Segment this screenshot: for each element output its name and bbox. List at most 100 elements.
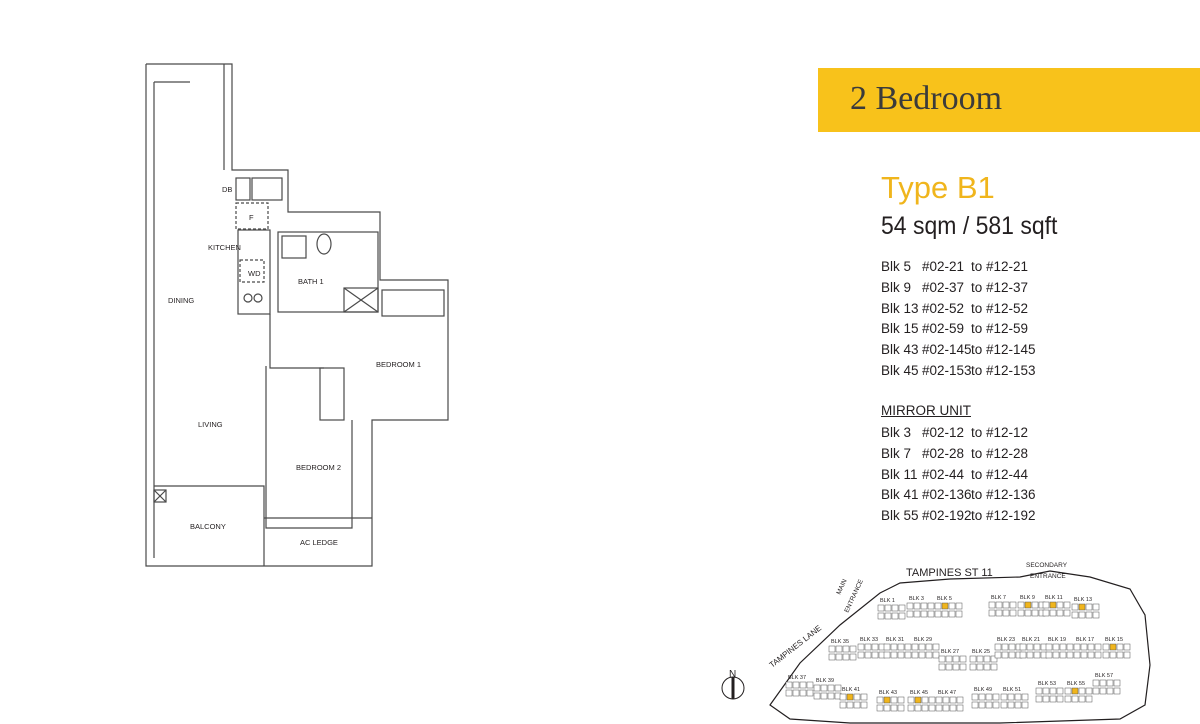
room-label-kitchen: KITCHEN (208, 243, 241, 252)
building-cluster (934, 602, 963, 618)
building-cluster (1071, 603, 1100, 619)
room-label-bath1: BATH 1 (298, 277, 324, 286)
kitchen-counter (237, 229, 271, 315)
building-cluster (1019, 643, 1048, 659)
building-cluster (906, 602, 935, 618)
block-label: BLK 15 (1105, 637, 1123, 643)
building-cluster (969, 655, 998, 671)
secondary-entrance-label-2: ENTRANCE (1030, 573, 1066, 580)
bath1-walls (277, 231, 379, 313)
site-plan: TAMPINES ST 11 TAMPINES LANE MAIN ENTRAN… (721, 562, 1151, 724)
building-cluster (1073, 643, 1102, 659)
unit-type-title: Type B1 (881, 170, 995, 205)
building-cluster (857, 643, 886, 659)
block-label: BLK 13 (1074, 597, 1092, 603)
mirror-unit-row: Blk 55#02-192to #12-192 (881, 508, 1036, 524)
building-cluster (813, 684, 842, 700)
block-label: BLK 57 (1095, 673, 1113, 679)
building-cluster (839, 693, 868, 709)
block-label: BLK 17 (1076, 637, 1094, 643)
building-cluster (1045, 643, 1074, 659)
building-cluster (883, 643, 912, 659)
building-cluster (911, 643, 940, 659)
unit-area: 54 sqm / 581 sqft (881, 212, 1058, 240)
room-label-balcony: BALCONY (190, 522, 226, 531)
block-label: BLK 43 (879, 690, 897, 696)
block-label: BLK 27 (941, 649, 959, 655)
title-banner: 2 Bedroom (818, 68, 1200, 132)
block-label: BLK 35 (831, 639, 849, 645)
building-cluster (1000, 693, 1029, 709)
room-label-bedroom1: BEDROOM 1 (376, 360, 421, 369)
building-cluster (877, 604, 906, 620)
block-label: BLK 1 (880, 598, 895, 604)
block-label: BLK 3 (909, 596, 924, 602)
building-cluster (988, 601, 1017, 617)
block-label: BLK 29 (914, 637, 932, 643)
road-label-tampines-st-11: TAMPINES ST 11 (906, 567, 993, 579)
building-cluster (1092, 679, 1121, 695)
svg-text:N: N (729, 669, 736, 680)
block-label: BLK 9 (1020, 595, 1035, 601)
building-cluster (785, 681, 814, 697)
building-cluster (1035, 687, 1064, 703)
mirror-unit-row: Blk 41#02-136to #12-136 (881, 487, 1036, 503)
block-label: BLK 53 (1038, 681, 1056, 687)
building-cluster (994, 643, 1023, 659)
main-entrance-label-1: MAIN (835, 578, 848, 596)
block-label: BLK 19 (1048, 637, 1066, 643)
building-cluster (828, 645, 857, 661)
block-label: BLK 31 (886, 637, 904, 643)
building-cluster (1064, 687, 1093, 703)
building-cluster (1017, 601, 1046, 617)
outer-wall (145, 63, 449, 567)
block-label: BLK 5 (937, 596, 952, 602)
secondary-entrance-label-1: SECONDARY (1026, 562, 1068, 569)
block-label: BLK 41 (842, 687, 860, 693)
room-label-living: LIVING (198, 420, 223, 429)
block-label: BLK 55 (1067, 681, 1085, 687)
block-label: BLK 39 (816, 678, 834, 684)
building-cluster (938, 655, 967, 671)
room-label-f: F (249, 213, 254, 222)
block-label: BLK 47 (938, 690, 956, 696)
north-arrow-icon: N (721, 669, 745, 700)
road-label-tampines-lane: TAMPINES LANE (768, 623, 824, 669)
block-label: BLK 51 (1003, 687, 1021, 693)
room-label-bedroom2: BEDROOM 2 (296, 463, 341, 472)
block-label: BLK 21 (1022, 637, 1040, 643)
block-label: BLK 25 (972, 649, 990, 655)
block-label: BLK 7 (991, 595, 1006, 601)
unit-row: Blk 43#02-145to #12-145 (881, 342, 1036, 358)
banner-title: 2 Bedroom (850, 80, 1003, 117)
room-label-dining: DINING (168, 296, 194, 305)
room-label-wd: WD (248, 269, 261, 278)
building-cluster (935, 696, 964, 712)
building-cluster (907, 696, 936, 712)
building-cluster (971, 693, 1000, 709)
block-label: BLK 37 (788, 675, 806, 681)
site-boundary (769, 570, 1151, 724)
unit-row: Blk 45#02-153to #12-153 (881, 362, 1036, 378)
block-label: BLK 49 (974, 687, 992, 693)
building-cluster (876, 696, 905, 712)
block-label: BLK 11 (1045, 595, 1063, 601)
block-label: BLK 23 (997, 637, 1015, 643)
block-label: BLK 33 (860, 637, 878, 643)
room-label-ac-ledge: AC LEDGE (300, 538, 338, 547)
room-label-db: DB (222, 185, 232, 194)
building-cluster (1102, 643, 1131, 659)
block-label: BLK 45 (910, 690, 928, 696)
floor-plan: DB F KITCHEN WD BATH 1 DINING BEDROOM 1 … (145, 63, 449, 567)
building-cluster (1042, 601, 1071, 617)
mirror-unit-label: MIRROR UNIT (881, 403, 971, 418)
